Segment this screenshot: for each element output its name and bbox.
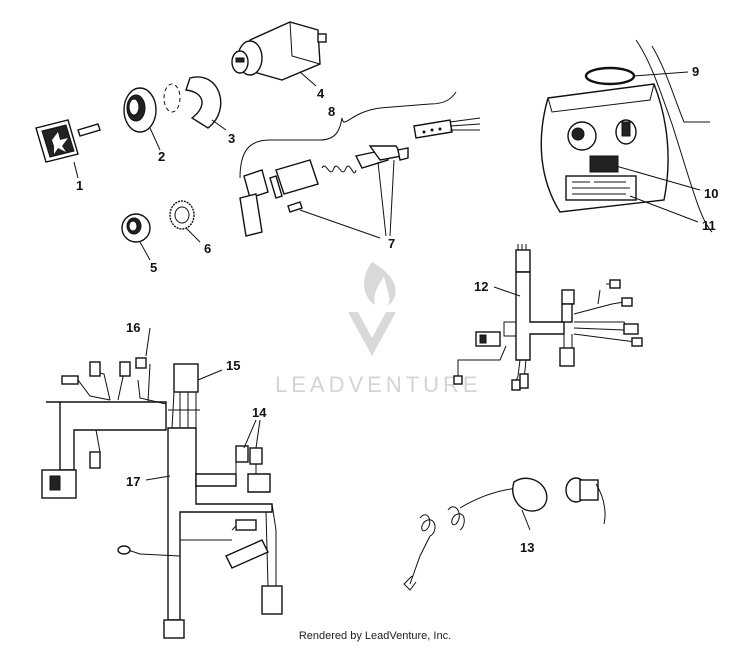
harness-12 xyxy=(453,244,643,391)
bracket-callout-8 xyxy=(239,91,457,179)
callout-7: 7 xyxy=(388,236,395,251)
watermark-logo: LEADVENTURE xyxy=(275,262,482,397)
callout-14: 14 xyxy=(252,405,267,420)
callout-17: 17 xyxy=(126,474,140,489)
callout-12: 12 xyxy=(474,279,488,294)
callout-8: 8 xyxy=(328,104,335,119)
o-ring-part xyxy=(584,66,636,86)
callout-10: 10 xyxy=(704,186,718,201)
callout-16: 16 xyxy=(126,320,140,335)
console-panel-part xyxy=(540,39,713,233)
callout-15: 15 xyxy=(226,358,240,373)
kill-switch-assembly xyxy=(239,117,481,237)
callout-11: 11 xyxy=(702,218,716,233)
bezel-ring-part xyxy=(123,87,157,133)
callout-1: 1 xyxy=(76,178,83,193)
lock-washer-part xyxy=(169,200,195,230)
harness-17 xyxy=(41,357,283,639)
key-part xyxy=(35,119,101,163)
ignition-switch-part xyxy=(231,21,327,81)
nut-part xyxy=(121,213,151,243)
curved-shield-part xyxy=(185,76,222,129)
callout-5: 5 xyxy=(150,260,157,275)
footer-credit: Rendered by LeadVenture, Inc. xyxy=(298,630,452,642)
callout-3: 3 xyxy=(228,131,235,146)
tether-cord-part xyxy=(403,477,606,591)
callout-4: 4 xyxy=(317,86,325,101)
callout-13: 13 xyxy=(520,540,534,555)
watermark-text: LEADVENTURE xyxy=(275,372,482,397)
callout-2: 2 xyxy=(158,149,165,164)
callout-9: 9 xyxy=(692,64,699,79)
callout-6: 6 xyxy=(204,241,211,256)
